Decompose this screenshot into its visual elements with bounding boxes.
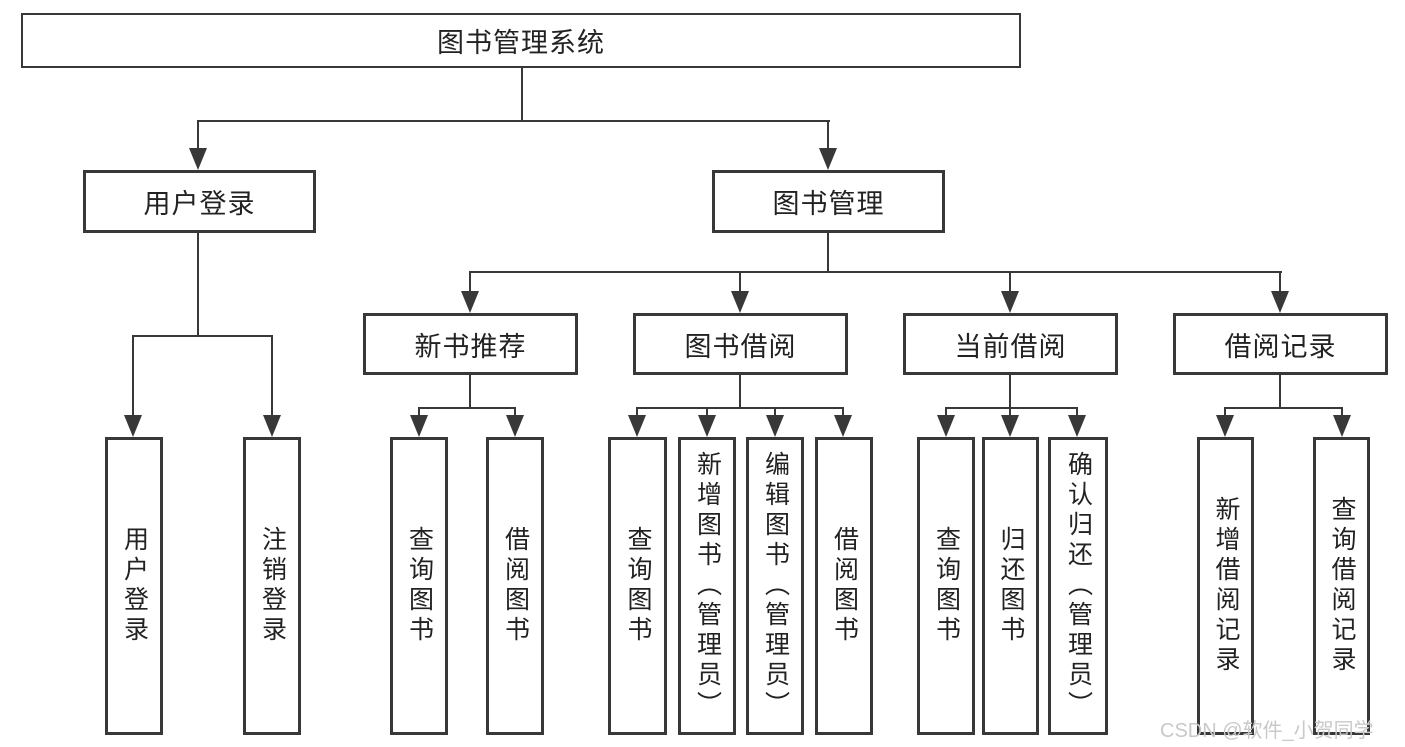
leaf-user-login: 用户登录 <box>105 437 163 735</box>
connector-stub-current-borrowing <box>1009 271 1011 292</box>
connector-borrowing-records-down <box>1279 374 1281 409</box>
arrow-down-icon <box>506 415 524 437</box>
connector-stub <box>774 407 776 417</box>
node-current-borrowing: 当前借阅 <box>903 313 1118 375</box>
leaf-query-books-borrowing: 查询图书 <box>608 437 667 735</box>
connector-stub-book-borrowing <box>739 271 741 292</box>
node-user-login: 用户登录 <box>83 170 316 233</box>
connector-book-management-down <box>827 232 829 273</box>
connector-root-down <box>521 67 523 122</box>
node-new-book-recommend: 新书推荐 <box>363 313 578 375</box>
arrow-down-icon <box>461 291 479 313</box>
connector-level3-horizontal <box>469 271 1282 273</box>
arrow-down-icon <box>1333 415 1351 437</box>
connector-stub-user-login <box>197 120 199 149</box>
arrow-down-icon <box>834 415 852 437</box>
connector-level2-horizontal <box>197 120 830 122</box>
connector-stub <box>636 407 638 417</box>
node-book-management: 图书管理 <box>712 170 945 233</box>
leaf-edit-book-admin: 编辑图书（管理员） <box>746 437 804 735</box>
leaf-confirm-return-admin: 确认归还（管理员） <box>1048 437 1108 735</box>
connector-new-book-down <box>469 374 471 409</box>
leaf-borrow-books: 借阅图书 <box>815 437 873 735</box>
arrow-down-icon <box>937 415 955 437</box>
leaf-add-borrow-record: 新增借阅记录 <box>1197 437 1254 735</box>
leaf-query-books-current: 查询图书 <box>917 437 975 735</box>
arrow-down-icon <box>766 415 784 437</box>
connector-stub-new-book <box>469 271 471 292</box>
connector-stub-book-management <box>827 120 829 149</box>
leaf-query-books-recommend: 查询图书 <box>390 437 448 735</box>
leaf-logout: 注销登录 <box>243 437 301 735</box>
arrow-down-icon <box>698 415 716 437</box>
arrow-down-icon <box>1001 291 1019 313</box>
arrow-down-icon <box>1068 415 1086 437</box>
arrow-down-icon <box>1216 415 1234 437</box>
arrow-down-icon <box>731 291 749 313</box>
connector-stub-borrowing-records <box>1279 271 1281 292</box>
leaf-query-borrow-record: 查询借阅记录 <box>1313 437 1370 735</box>
connector-current-borrowing-branch <box>945 407 1078 409</box>
arrow-down-icon <box>819 148 837 170</box>
connector-user-login-down <box>197 232 199 336</box>
arrow-down-icon <box>628 415 646 437</box>
connector-current-borrowing-down <box>1009 374 1011 409</box>
connector-stub <box>1341 407 1343 417</box>
connector-book-borrowing-branch <box>636 407 844 409</box>
connector-stub <box>1009 407 1011 417</box>
arrow-down-icon <box>189 148 207 170</box>
leaf-add-book-admin: 新增图书（管理员） <box>678 437 736 735</box>
node-book-borrowing: 图书借阅 <box>633 313 848 375</box>
connector-user-login-branch <box>132 335 273 337</box>
connector-stub <box>945 407 947 417</box>
arrow-down-icon <box>124 415 142 437</box>
leaf-borrow-books-recommend: 借阅图书 <box>486 437 544 735</box>
connector-stub <box>514 407 516 417</box>
arrow-down-icon <box>1271 291 1289 313</box>
leaf-return-books: 归还图书 <box>982 437 1039 735</box>
connector-stub-leaf-user-login <box>132 335 134 416</box>
arrow-down-icon <box>410 415 428 437</box>
connector-stub <box>706 407 708 417</box>
connector-book-borrowing-down <box>739 374 741 409</box>
connector-stub <box>1076 407 1078 417</box>
node-root-system: 图书管理系统 <box>21 13 1021 68</box>
arrow-down-icon <box>1001 415 1019 437</box>
connector-new-book-branch <box>418 407 516 409</box>
connector-stub <box>418 407 420 417</box>
arrow-down-icon <box>263 415 281 437</box>
connector-borrowing-records-branch <box>1224 407 1343 409</box>
node-borrowing-records: 借阅记录 <box>1173 313 1388 375</box>
connector-stub <box>842 407 844 417</box>
csdn-watermark: CSDN @软件_小贺同学 <box>1160 720 1374 742</box>
connector-stub-leaf-logout <box>271 335 273 416</box>
connector-stub <box>1224 407 1226 417</box>
